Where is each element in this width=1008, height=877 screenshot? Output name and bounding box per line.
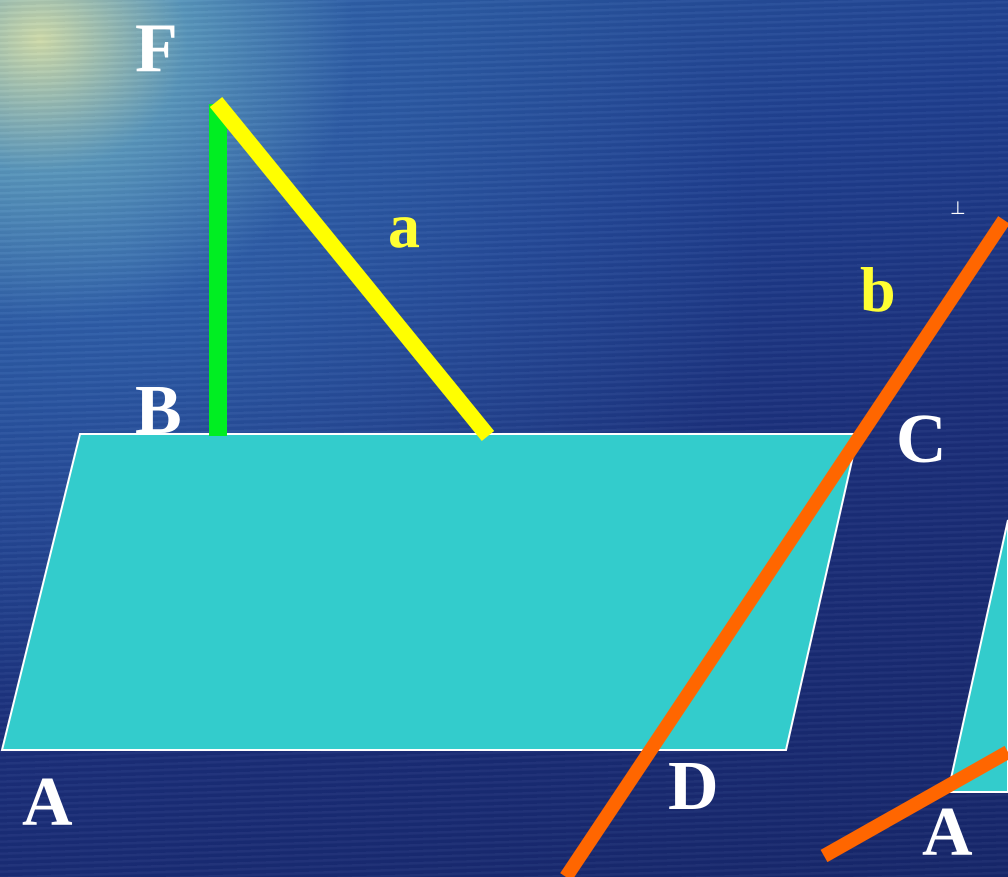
point-label-d: D — [668, 748, 719, 825]
line-b — [560, 216, 1008, 877]
perpendicular-symbol: ⊥ — [950, 198, 966, 219]
plane-second — [946, 519, 1008, 793]
point-label-f: F — [135, 10, 178, 87]
line-second-orange — [820, 745, 1008, 863]
line-label-a: a — [388, 190, 420, 261]
point-label-c: C — [896, 401, 947, 478]
plane-abcd — [0, 433, 860, 751]
line-label-b: b — [860, 254, 896, 325]
point-label-b: B — [135, 372, 182, 449]
line-a — [209, 96, 495, 442]
point-label-a-second: A — [922, 794, 973, 871]
point-label-a: A — [22, 764, 73, 841]
